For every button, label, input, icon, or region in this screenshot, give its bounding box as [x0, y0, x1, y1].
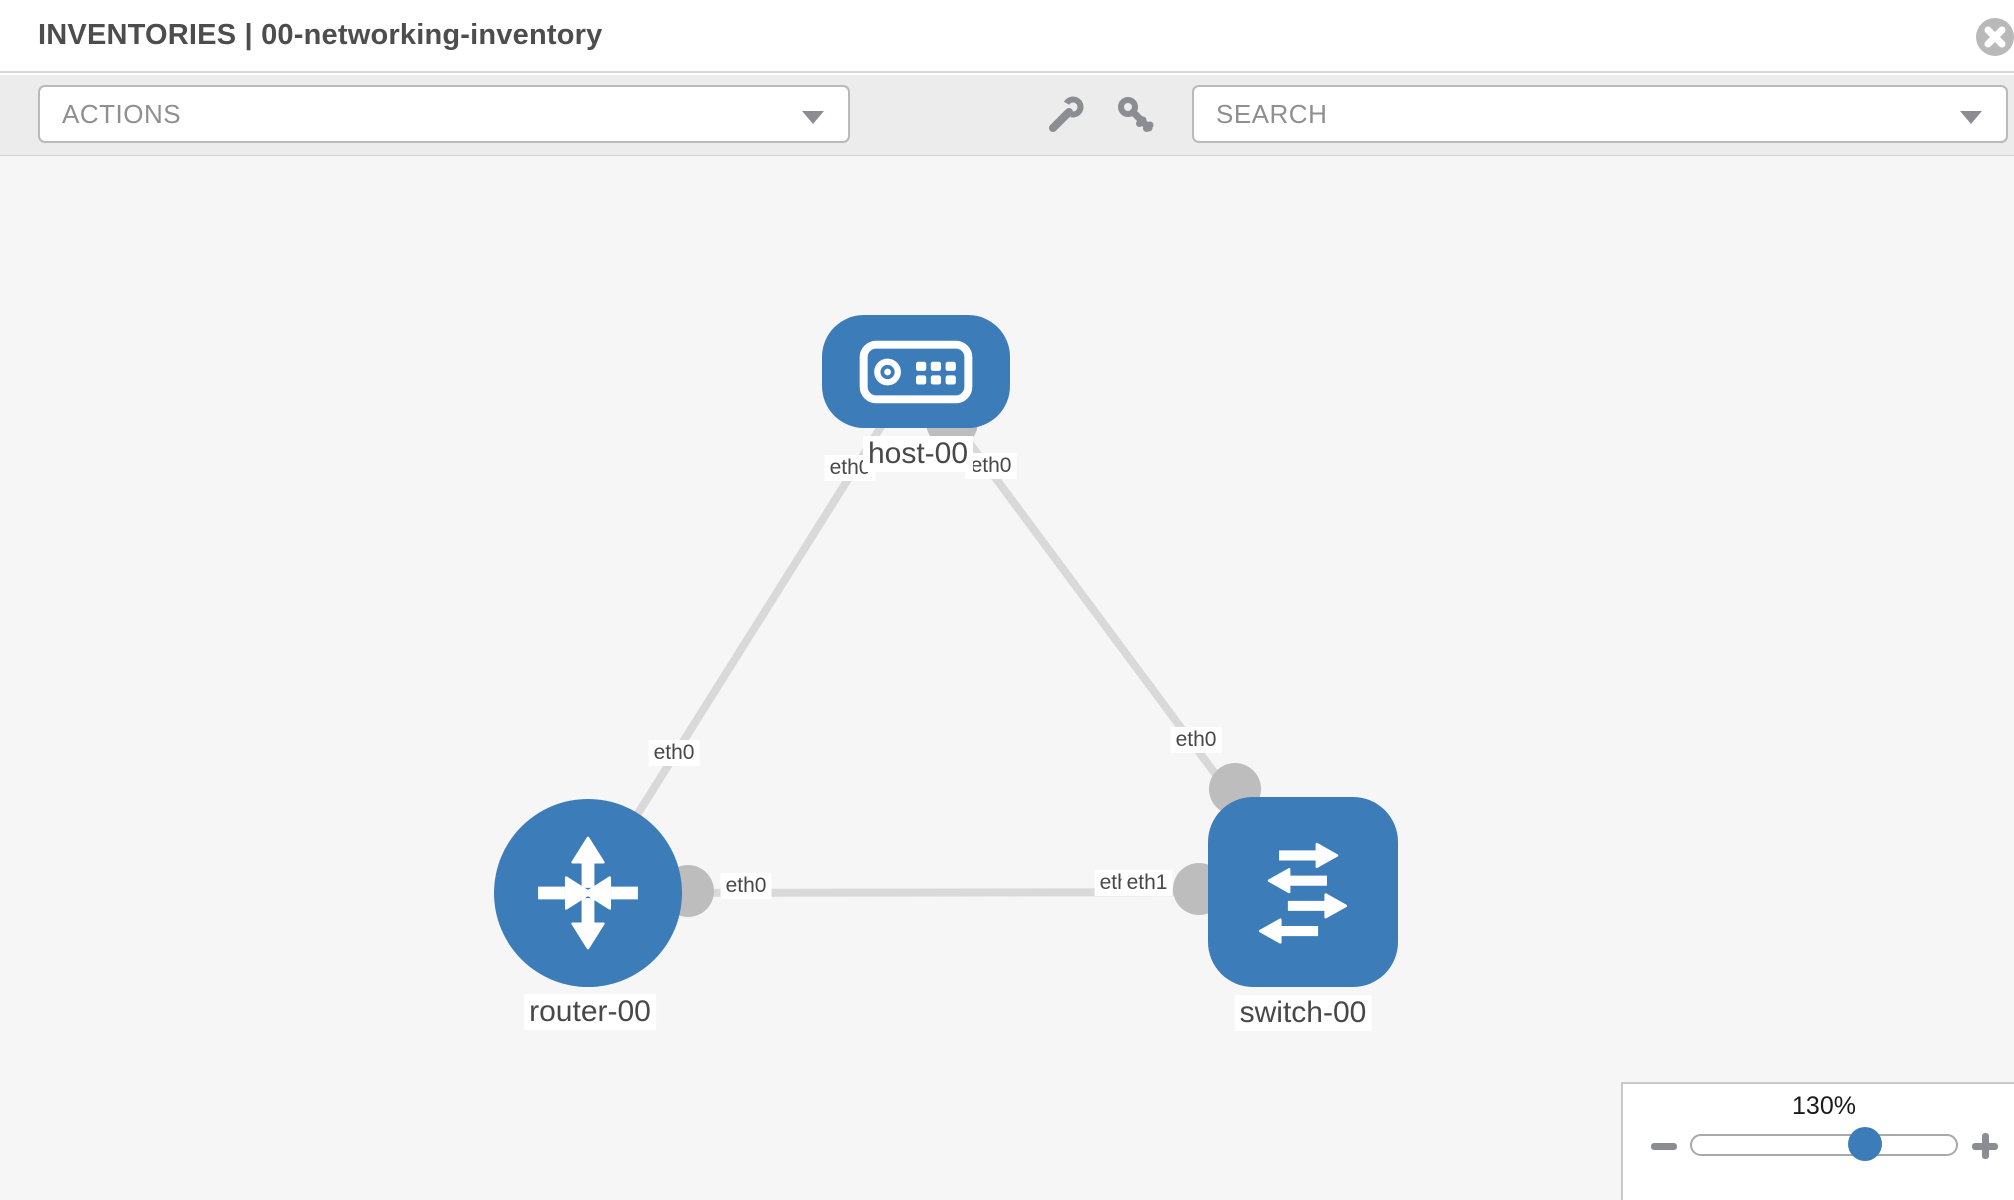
- actions-dropdown-label: ACTIONS: [62, 98, 182, 129]
- tools-button[interactable]: [1046, 95, 1086, 135]
- zoom-slider-handle[interactable]: [1848, 1127, 1882, 1161]
- node-label-switch: switch-00: [1234, 995, 1372, 1031]
- node-switch-00[interactable]: [1208, 797, 1398, 987]
- interface-label: eth0: [965, 453, 1017, 479]
- times-circle-icon: [1976, 18, 2014, 56]
- node-host-00[interactable]: [822, 315, 1010, 428]
- zoom-slider-track[interactable]: [1690, 1127, 1958, 1161]
- topology-links-layer: [584, 368, 1307, 917]
- search-dropdown-label: SEARCH: [1216, 98, 1328, 129]
- topology-canvas[interactable]: eth0 eth0 eth0 eth0 eth0 eth0 eth1 host-…: [0, 156, 2014, 1200]
- chevron-down-icon: [1960, 111, 1982, 124]
- host-server-icon: [859, 340, 973, 403]
- interface-label: eth0: [1170, 727, 1222, 753]
- close-button[interactable]: [1975, 17, 2014, 57]
- toolbar: ACTIONS SEARCH: [0, 75, 2014, 156]
- zoom-out-button[interactable]: [1650, 1132, 1678, 1160]
- page-title: INVENTORIES | 00-networking-inventory: [38, 19, 603, 51]
- wrench-icon: [1049, 96, 1084, 132]
- interface-label: eth0: [720, 873, 772, 899]
- node-label-router: router-00: [524, 994, 656, 1030]
- zoom-level-value: 130%: [1792, 1092, 1856, 1120]
- switch-arrows-icon: [1258, 842, 1348, 944]
- search-dropdown[interactable]: SEARCH: [1192, 85, 2008, 143]
- zoom-panel: 130%: [1621, 1082, 2014, 1200]
- router-arrows-icon: [538, 836, 638, 950]
- chevron-down-icon: [802, 111, 824, 124]
- zoom-in-button[interactable]: [1971, 1132, 1999, 1160]
- interface-label: eth0: [648, 740, 700, 766]
- header: INVENTORIES | 00-networking-inventory: [0, 0, 2014, 73]
- interface-label: eth1: [1121, 870, 1173, 896]
- minus-icon: [1651, 1143, 1677, 1150]
- credentials-button[interactable]: [1116, 95, 1156, 135]
- key-icon: [1118, 97, 1154, 132]
- node-router-00[interactable]: [494, 799, 682, 987]
- node-label-host: host-00: [862, 436, 974, 472]
- actions-dropdown[interactable]: ACTIONS: [38, 85, 850, 143]
- plus-icon-vbar: [1981, 1133, 1989, 1159]
